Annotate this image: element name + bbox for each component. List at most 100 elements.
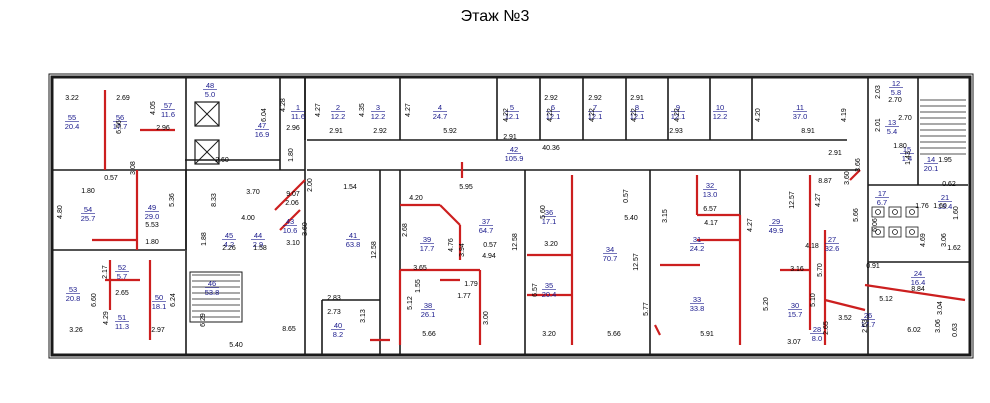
room-number: 12: [892, 79, 900, 88]
room-number: 56: [116, 113, 124, 122]
dimension-label: 4.35: [359, 103, 366, 117]
dimension-label: 4.76: [448, 238, 455, 252]
room-number: 35: [545, 281, 553, 290]
room-number: 31: [693, 235, 701, 244]
room-number: 27: [828, 235, 836, 244]
room-area: 17.7: [861, 320, 876, 329]
dimension-label: 4.29: [103, 311, 110, 325]
room-area: 16.9: [255, 130, 270, 139]
partition-segment: [439, 204, 461, 226]
dimension-label: 3.60: [302, 222, 309, 236]
room-number: 11: [796, 103, 804, 112]
fixture: [871, 226, 885, 238]
dimension-label: 3.13: [360, 309, 367, 323]
dimension-label: 1.80: [288, 148, 295, 162]
dimension-label: 3.60: [844, 171, 851, 185]
room-area: 16.4: [911, 278, 926, 287]
dimension-label: 6.29: [200, 313, 207, 327]
dimension-label: 12.58: [512, 233, 519, 251]
room-number: 17: [878, 189, 886, 198]
room-area: 11.3: [115, 322, 129, 331]
fixture: [905, 206, 919, 218]
dimension-label: 1.58: [253, 245, 267, 252]
dimension-label: 8.84: [911, 286, 925, 293]
room-number: 24: [914, 269, 922, 278]
room-area: 12.1: [546, 112, 561, 121]
room-area: 17.7: [113, 122, 128, 131]
dimension-label: 2.91: [503, 134, 517, 141]
dimension-label: 4.17: [704, 220, 718, 227]
dimension-label: 5.95: [459, 184, 473, 191]
dimension-label: 5.66: [607, 331, 621, 338]
fixture: [888, 206, 902, 218]
dimension-label: 1.77: [457, 293, 471, 300]
fixture-bowl: [875, 229, 881, 235]
room-area: 12.1: [588, 112, 603, 121]
room-area: 37.0: [793, 112, 808, 121]
elevator-cross: [194, 101, 220, 127]
dimension-label: 1.79: [464, 281, 478, 288]
room-area: 18.1: [152, 302, 167, 311]
dimension-label: 4.18: [805, 243, 819, 250]
room-area: 13.4: [938, 202, 953, 211]
dimension-label: 3.20: [544, 241, 558, 248]
dimension-label: 4.22: [631, 108, 638, 122]
dimension-label: 4.00: [241, 215, 255, 222]
dimension-label: 4.27: [315, 103, 322, 117]
room-number: 47: [258, 121, 266, 130]
dimension-label: 2.92: [373, 128, 387, 135]
dimension-label: 5.20: [763, 297, 770, 311]
dimension-label: 5.12: [407, 296, 414, 310]
fixture: [871, 206, 885, 218]
dimension-label: 5.10: [810, 293, 817, 307]
dimension-label: 6.24: [170, 293, 177, 307]
stairs: [189, 99, 966, 323]
dimension-label: 2.06: [285, 200, 299, 207]
room-area: 20.8: [66, 294, 81, 303]
dimension-label: 2.83: [327, 295, 341, 302]
dimension-label: 4.19: [841, 108, 848, 122]
dimension-label: 0.57: [623, 189, 630, 203]
room-area: 1.4: [902, 154, 912, 163]
dimension-label: 6.60: [91, 293, 98, 307]
room-area: 12.2: [371, 112, 386, 121]
room-area: 17.1: [542, 217, 557, 226]
dimension-label: 4.27: [815, 193, 822, 207]
room-number: 37: [482, 217, 490, 226]
fixture-bowl: [875, 209, 881, 215]
dimension-label: 0.57: [104, 175, 118, 182]
dimension-label: 3.26: [69, 327, 83, 334]
dimension-label: 4.27: [747, 218, 754, 232]
dimension-label: 8.65: [282, 326, 296, 333]
room-number: 29: [772, 217, 780, 226]
dimension-label: 1.76: [915, 203, 929, 210]
dimension-label: 3.52: [838, 315, 852, 322]
dimension-label: 6.57: [532, 283, 539, 297]
room-area: 12.2: [713, 112, 728, 121]
dimension-label: 3.06: [935, 319, 942, 333]
dimension-label: 12.57: [633, 253, 640, 271]
dimension-label: 5.91: [700, 331, 714, 338]
dimension-label: 0.63: [952, 323, 959, 337]
dimension-label: 3.20: [542, 331, 556, 338]
dimension-label: 1.54: [343, 184, 357, 191]
dimension-label: 1.80: [81, 188, 95, 195]
room-area: 24.7: [433, 112, 448, 121]
dimension-label: 1.88: [201, 232, 208, 246]
dimension-label: 4.80: [57, 205, 64, 219]
dimension-label: 5.12: [879, 296, 893, 303]
room-area: 20.4: [542, 290, 557, 299]
room-area: 5.8: [891, 88, 901, 97]
room-area: 4.2: [224, 240, 234, 249]
dimension-label: 12.58: [371, 241, 378, 259]
room-area: 33.8: [690, 304, 705, 313]
room-area: 11.6: [161, 110, 175, 119]
dimension-label: 5.53: [145, 222, 159, 229]
dimension-label: 8.87: [818, 178, 832, 185]
room-number: 14: [927, 155, 935, 164]
fixture: [905, 226, 919, 238]
dimension-label: 3.04: [937, 301, 944, 315]
dimension-label: 5.70: [817, 263, 824, 277]
dimension-label: 2.03: [875, 85, 882, 99]
room-area: 25.7: [81, 214, 96, 223]
